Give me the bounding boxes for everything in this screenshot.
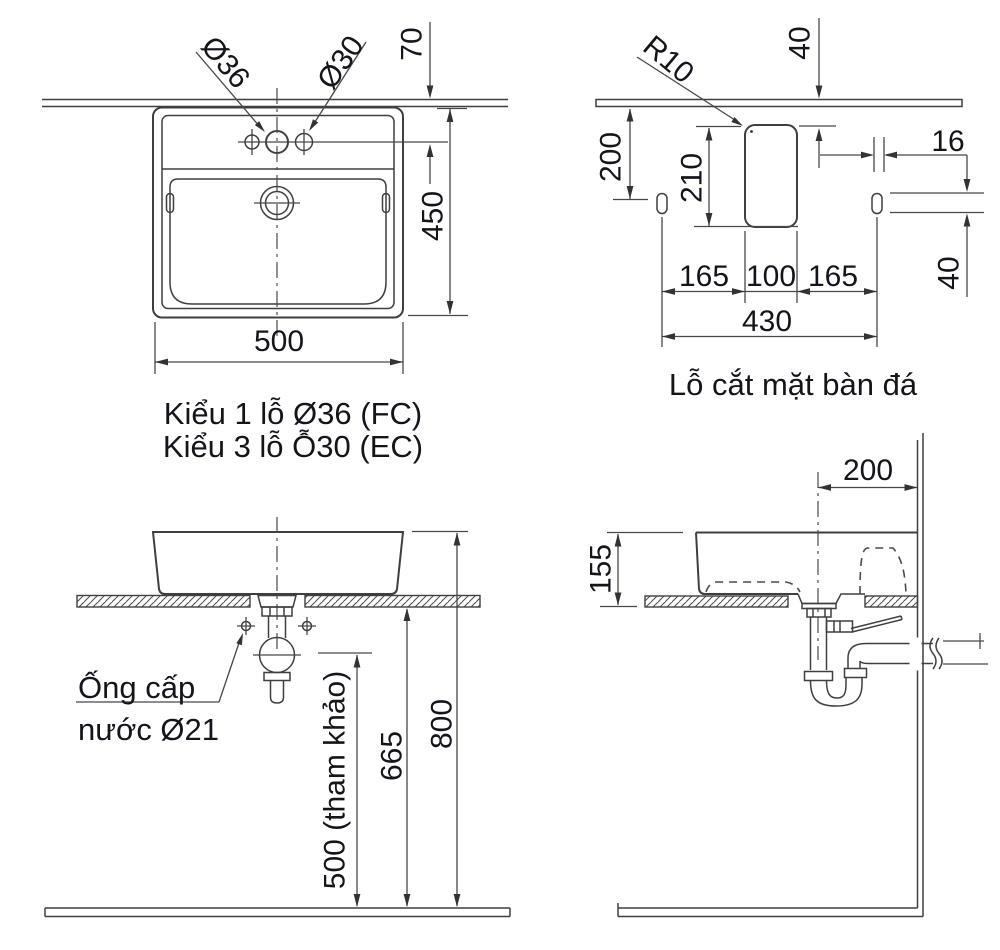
side-sink-profile	[695, 531, 918, 605]
pipe-break-symbol	[929, 637, 937, 670]
overflow-slot-left	[165, 192, 175, 214]
leader-supply-pipe: Ống cấp nước Ø21	[76, 633, 243, 747]
dim-slot-width: 16	[820, 125, 971, 192]
basin-bowl-outline	[169, 178, 387, 305]
dim-horizontal-chain: 165 100 165 430	[661, 217, 878, 347]
dim-155-label: 155	[585, 544, 618, 594]
fixing-slot-left	[656, 192, 668, 215]
dim-165-right-label: 165	[808, 260, 858, 293]
supply-label-line2: nước Ø21	[78, 712, 219, 747]
front-counter-right	[304, 594, 481, 608]
dim-800-label: 800	[426, 699, 459, 749]
dim-500-ref-label: 500 (tham khảo)	[319, 671, 352, 889]
side-counter-right	[864, 595, 919, 608]
side-view: 200 155	[585, 433, 988, 918]
dim-slot-depth: 200	[595, 108, 648, 201]
hidden-overflow-line	[859, 547, 907, 595]
front-drain-assembly	[253, 594, 301, 704]
dim-depth: 450	[408, 107, 468, 317]
dim-100-label: 100	[746, 260, 796, 293]
radius-label: R10	[637, 29, 700, 90]
side-drain-assembly	[801, 602, 988, 707]
dim-40-right-label: 40	[933, 256, 966, 289]
plan-countertop-edge	[42, 98, 508, 108]
cutout-caption: Lỗ cắt mặt bàn đá	[669, 367, 918, 402]
fixing-slot-right	[871, 192, 883, 215]
dim-165-left-label: 165	[679, 260, 729, 293]
dim-430-label: 430	[742, 305, 792, 338]
radius-reference-dot	[750, 130, 753, 133]
leader-hole-fc: Ø36	[194, 30, 265, 132]
side-wall	[916, 433, 924, 917]
front-floor-line	[44, 907, 511, 918]
front-sink-outline	[151, 531, 405, 595]
dim-width: 500	[154, 322, 404, 374]
dim-counter-height: 665	[376, 608, 411, 907]
dim-wall-gap: 40	[784, 18, 836, 168]
overflow-slot-right	[381, 192, 391, 214]
supply-point-right	[298, 617, 316, 635]
supply-label-line1: Ống cấp	[78, 669, 195, 705]
sink-inner-rim	[161, 114, 395, 310]
dim-basin-height: 155	[585, 531, 683, 608]
supply-point-left	[237, 617, 255, 635]
leader-corner-radius: R10	[636, 29, 743, 126]
dim-200-label: 200	[595, 132, 628, 182]
front-counter-left	[76, 594, 251, 608]
side-floor-line	[617, 903, 923, 918]
plan-view: Ø36 Ø30 70 450	[42, 22, 508, 464]
dim-200-wall-label: 200	[843, 454, 893, 487]
dim-40-top-label: 40	[784, 26, 817, 59]
dim-70-label: 70	[396, 27, 429, 60]
dim-16-label: 16	[931, 125, 964, 158]
dim-hole-setback: 70	[396, 22, 434, 184]
sink-outer-rim	[152, 106, 404, 319]
cutout-rect	[744, 124, 798, 228]
hole-ec-label: Ø30	[311, 30, 371, 95]
cutout-countertop-edge	[595, 98, 963, 108]
faucet-holes	[238, 129, 448, 155]
plan-caption-line2: Kiểu 3 lỗ Ỗ30 (EC)	[163, 428, 423, 464]
dim-210-label: 210	[676, 153, 709, 203]
dim-rim-height: 800	[412, 530, 468, 907]
side-counter-left	[644, 595, 789, 608]
hidden-bowl-line	[705, 581, 801, 593]
dim-665-label: 665	[376, 731, 409, 781]
dim-450-label: 450	[417, 191, 450, 241]
front-view: Ống cấp nước Ø21 500 (tham khảo) 665 800	[44, 517, 511, 918]
plan-caption-line1: Kiểu 1 lỗ Ø36 (FC)	[164, 396, 422, 431]
dim-slot-height: 40	[890, 192, 984, 297]
dim-center-to-wall: 200	[818, 454, 918, 491]
cutout-view: R10 40 200 210	[595, 18, 984, 402]
hole-fc-label: Ø36	[194, 30, 256, 95]
dim-cut-height: 210	[676, 125, 798, 228]
dim-trap-height: 500 (tham khảo)	[318, 652, 372, 907]
dim-500-label: 500	[254, 325, 304, 358]
